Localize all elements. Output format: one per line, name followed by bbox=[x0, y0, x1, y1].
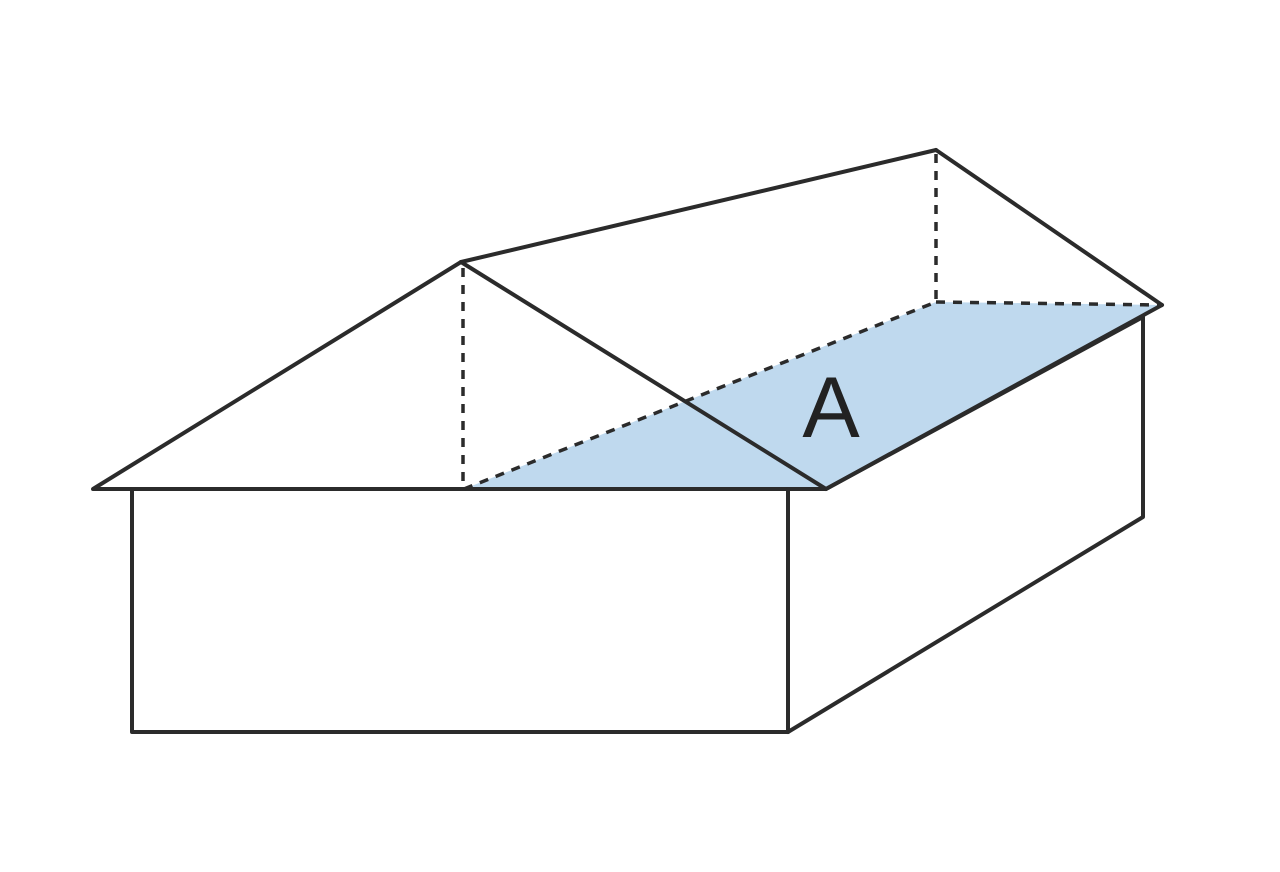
back-roof-slope bbox=[934, 148, 1164, 307]
region-label-a: A bbox=[802, 360, 860, 456]
front-wall bbox=[130, 487, 790, 734]
side-wall bbox=[786, 315, 1145, 734]
shaded-region-a bbox=[464, 302, 1162, 489]
roof-eave bbox=[824, 303, 1164, 491]
attic-floor-back-edge bbox=[935, 300, 1163, 307]
roof-ridge bbox=[459, 148, 938, 264]
